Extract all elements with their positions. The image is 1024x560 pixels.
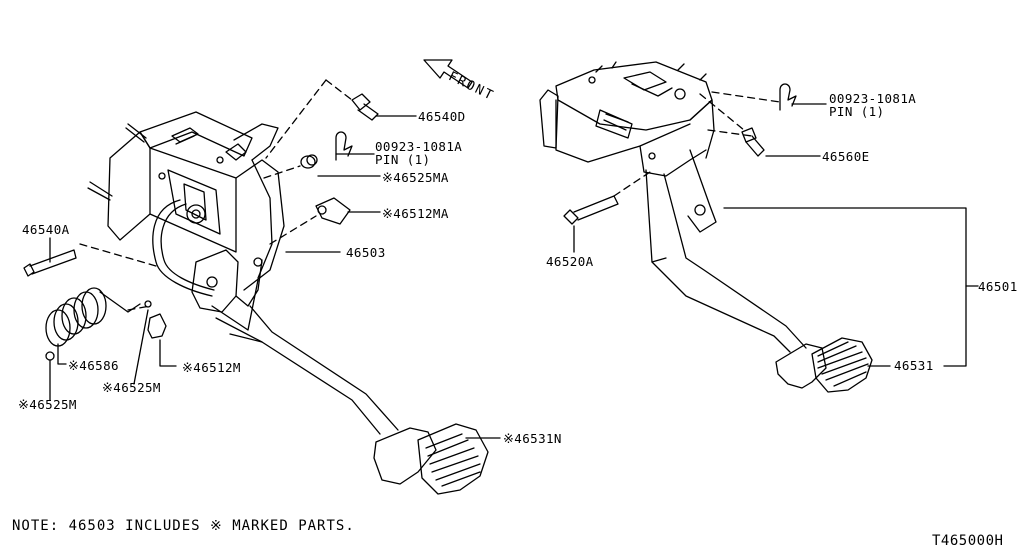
label-46540d: 46540D: [418, 109, 466, 124]
label-46501: 46501: [978, 279, 1018, 294]
label-46503: 46503: [346, 245, 386, 260]
bolt-46540a: [23, 249, 77, 277]
left-leader-lines: [49, 115, 501, 439]
label-46540a: 46540A: [22, 222, 70, 237]
label-pin-left: 00923-1081A PIN (1): [375, 139, 463, 167]
bolt-46560e: [741, 127, 765, 157]
bolt-46520a: [563, 195, 619, 225]
label-46531n: ※46531N: [503, 431, 562, 447]
right-pedal-pad: [775, 337, 873, 393]
left-guide-lines: [79, 79, 353, 311]
note-text: NOTE: 46503 INCLUDES ※ MARKED PARTS.: [12, 518, 355, 534]
right-pedal-arm: [645, 149, 807, 353]
label-46531: 46531: [894, 358, 934, 373]
right-guide-lines: [613, 91, 781, 197]
stopper-46512ma: [315, 197, 351, 225]
front-arrow-icon: [423, 59, 473, 89]
label-46525m-b: ※46525M: [18, 397, 77, 413]
label-46525ma: ※46525MA: [382, 170, 449, 186]
label-46520a: 46520A: [546, 254, 594, 269]
left-pedal-bracket: [87, 111, 285, 313]
diagram-code: T465000H: [932, 533, 1004, 549]
label-46512m: ※46512M: [182, 360, 241, 376]
label-46560e: 46560E: [822, 149, 870, 164]
pin-left-icon: [335, 131, 353, 161]
label-46512ma: ※46512MA: [382, 206, 449, 222]
right-leader-lines: [573, 103, 979, 367]
pin-right-icon: [779, 83, 797, 111]
left-pedal-arm: [211, 279, 399, 435]
label-46586: ※46586: [68, 358, 119, 374]
return-spring: [45, 287, 141, 347]
label-46525m-a: ※46525M: [102, 380, 161, 396]
left-pedal-pad: [373, 423, 489, 495]
bolt-46540d: [351, 93, 379, 121]
grommet-46525ma: [300, 154, 318, 169]
label-pin-right: 00923-1081A PIN (1): [829, 91, 917, 119]
right-pedal-bracket: [539, 61, 715, 177]
